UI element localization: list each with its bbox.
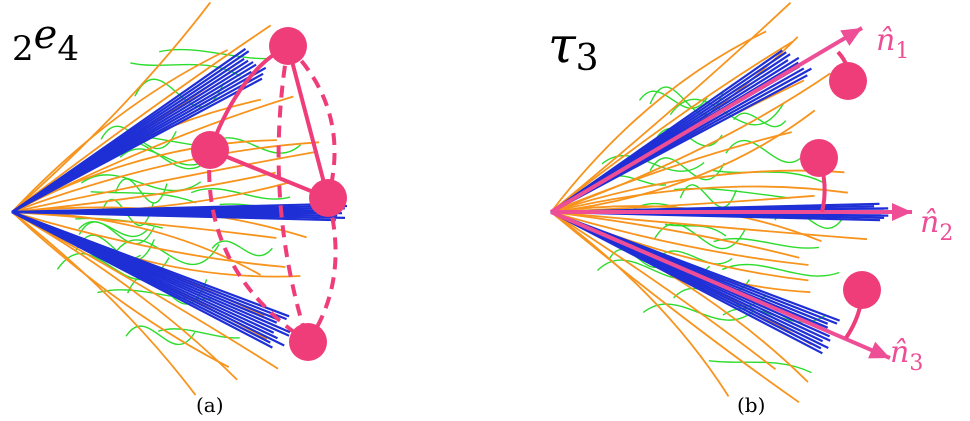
dashed-edge	[276, 45, 310, 343]
dashed-edge	[207, 149, 310, 344]
orange-line	[550, 131, 792, 213]
orange-line	[550, 40, 794, 213]
green-line	[159, 48, 270, 60]
subjet-nodes	[800, 62, 881, 309]
orange-line	[11, 211, 197, 396]
arrow-head	[868, 341, 890, 359]
orange-line	[11, 211, 238, 381]
orange-line	[550, 211, 809, 266]
blue-line	[11, 210, 336, 222]
orange-line	[11, 211, 277, 239]
axis-label-n1: n̂1	[876, 23, 909, 64]
panel-a-label: 2e4	[12, 12, 79, 69]
solid-edge	[286, 45, 330, 199]
green-line	[80, 174, 202, 192]
orange-line	[11, 211, 286, 268]
axis-line	[549, 26, 864, 214]
jet-axes	[549, 26, 912, 360]
green-line	[157, 328, 240, 339]
blue-line	[11, 77, 263, 213]
green-line	[125, 325, 196, 346]
node	[800, 139, 838, 177]
node	[829, 62, 867, 100]
orange-line	[11, 1, 212, 213]
solid-edge	[209, 148, 329, 200]
dashed-edge	[286, 44, 337, 199]
green-line	[713, 237, 819, 249]
orange-line	[550, 211, 730, 397]
blue-line	[11, 211, 273, 349]
blue-line	[550, 74, 808, 213]
node	[289, 323, 327, 361]
caption-b: (b)	[737, 393, 765, 417]
node	[309, 179, 347, 217]
orange-line	[11, 211, 230, 368]
caption-a: (a)	[196, 393, 224, 417]
correlator-nodes	[191, 27, 347, 361]
orange-line	[11, 139, 277, 213]
green-line	[708, 360, 812, 374]
green-line	[75, 234, 155, 262]
blue-line	[550, 211, 823, 355]
node	[191, 131, 229, 169]
orange-line	[550, 185, 848, 213]
panel-b-label: τ3	[548, 16, 599, 79]
node	[269, 27, 307, 65]
arrow-head	[840, 28, 862, 46]
orange-line	[550, 30, 767, 213]
green-line	[78, 221, 149, 237]
orange-line	[550, 211, 777, 371]
green-line	[114, 178, 168, 204]
orange-line	[550, 211, 800, 259]
orange-line	[11, 24, 272, 213]
green-line	[601, 155, 705, 172]
arrow-head	[892, 203, 912, 221]
orange-line	[11, 150, 319, 213]
panel-b: τ3 n̂1 n̂2 n̂3 (b)	[548, 2, 953, 417]
green-line	[638, 90, 708, 110]
green-line	[653, 223, 747, 250]
orange-line	[550, 2, 792, 213]
axis-label-n3: n̂3	[890, 335, 923, 376]
axis-line	[550, 210, 891, 360]
axis-label-n2: n̂2	[920, 205, 953, 246]
green-line	[725, 139, 812, 164]
solid-edge	[208, 44, 289, 151]
green-line	[130, 62, 241, 77]
orange-line	[11, 141, 320, 213]
orange-line	[11, 211, 279, 370]
green-line	[721, 263, 840, 277]
green-line	[211, 240, 273, 257]
green-line	[78, 221, 155, 245]
orange-line	[550, 211, 868, 241]
green-line	[679, 184, 737, 208]
orange-line	[550, 211, 800, 404]
node	[843, 271, 881, 309]
green-line	[733, 112, 787, 128]
blue-jet-lines	[11, 47, 348, 349]
orange-line	[11, 49, 228, 213]
panel-a: 2e4 (a)	[11, 1, 348, 417]
